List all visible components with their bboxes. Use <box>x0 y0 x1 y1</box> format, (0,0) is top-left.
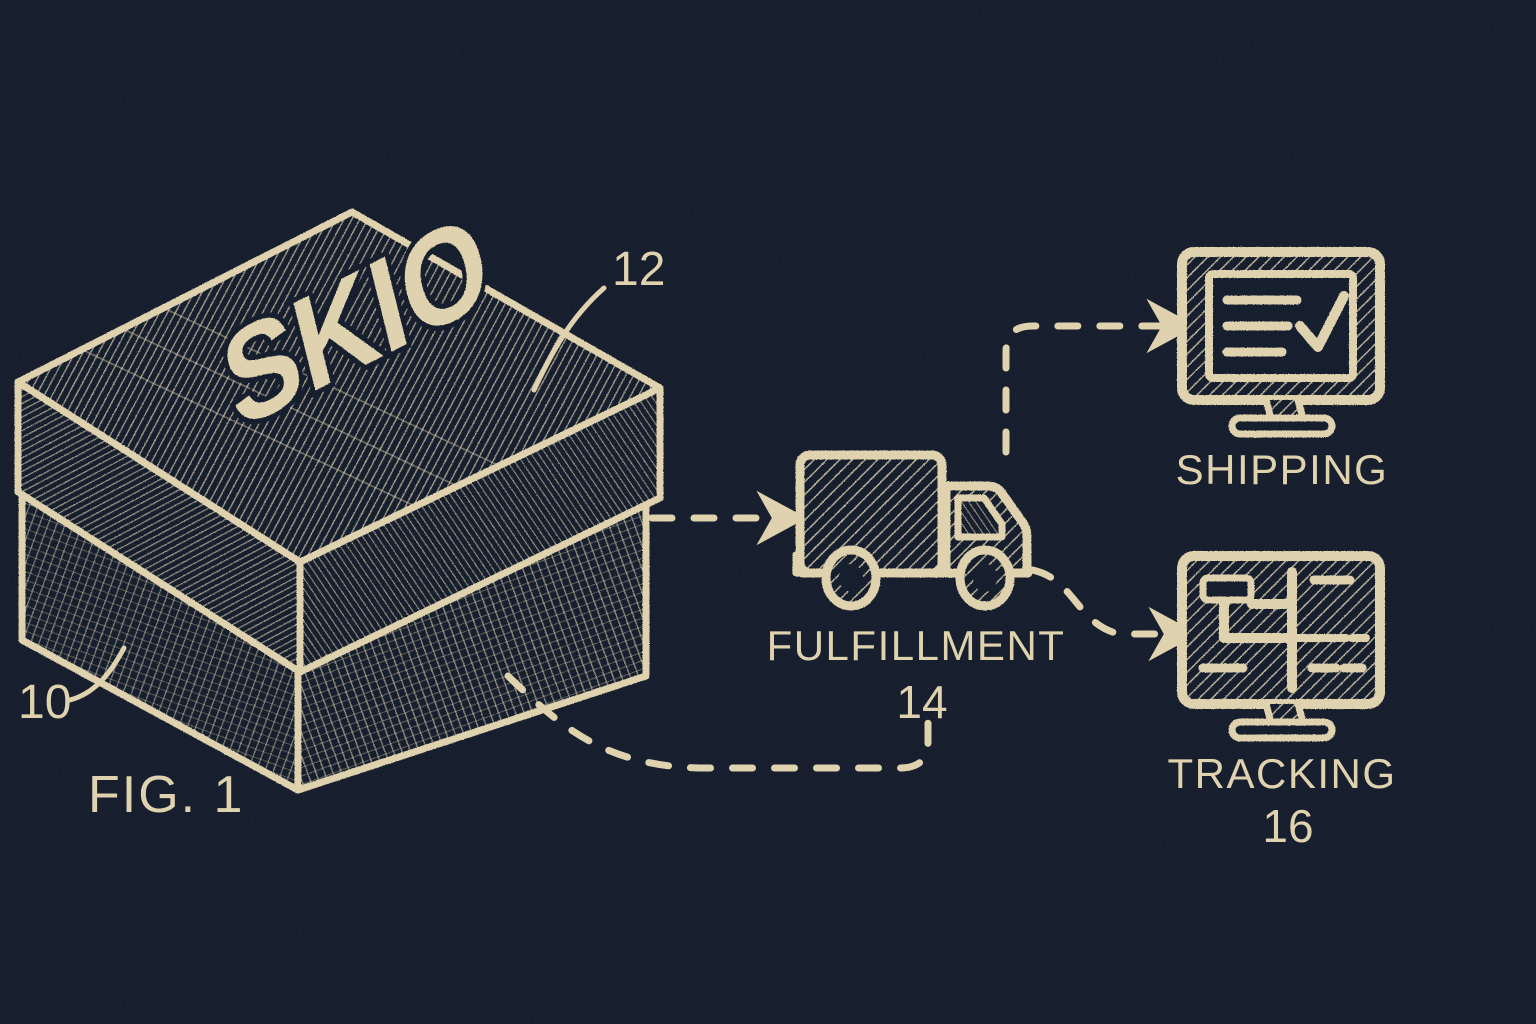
ref-number-10: 10 <box>18 676 71 729</box>
figure-caption: FIG. 1 <box>88 766 244 824</box>
node-label-tracking: TRACKING <box>1167 750 1396 797</box>
ref-number-12: 12 <box>612 243 665 296</box>
truck-rear-wheel <box>821 545 881 611</box>
ref-number-16: 16 <box>1262 800 1313 852</box>
node-label-fulfillment: FULFILLMENT <box>767 622 1066 669</box>
ref-number-14: 14 <box>896 676 947 728</box>
truck-front-wheel <box>955 545 1015 611</box>
node-label-shipping: SHIPPING <box>1176 446 1389 493</box>
